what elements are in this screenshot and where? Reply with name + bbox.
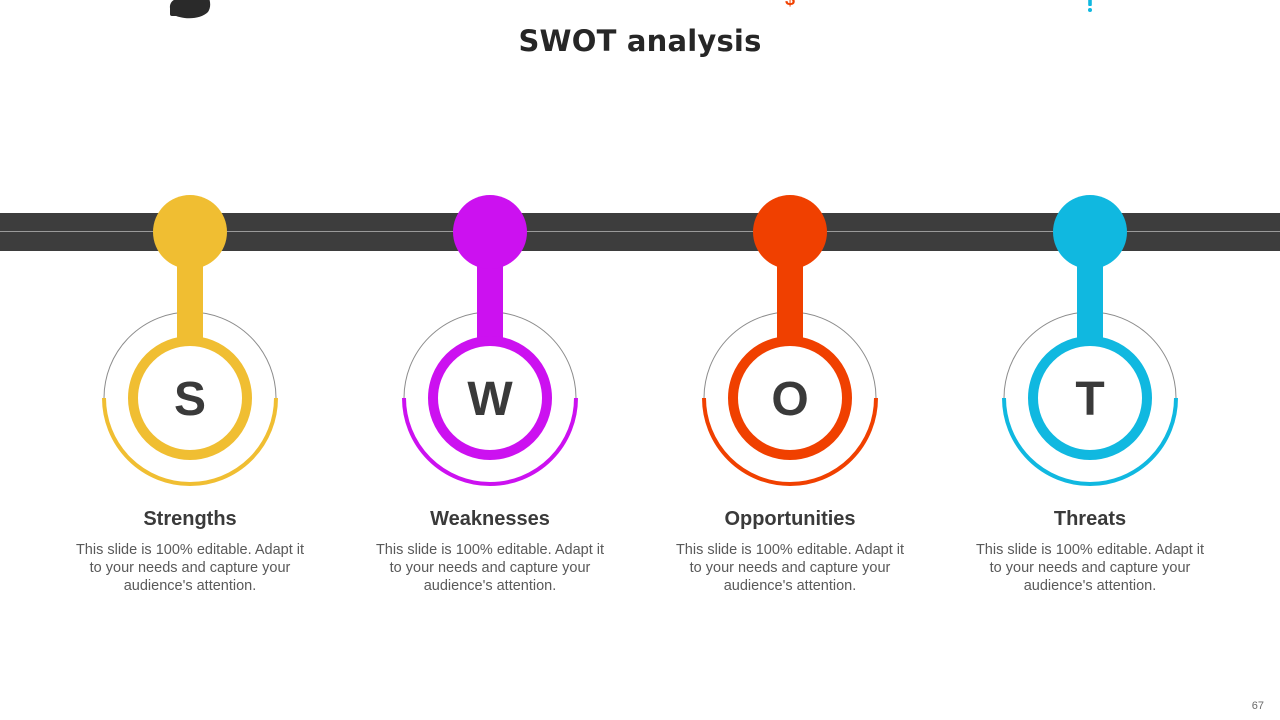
swot-label-weaknesses: Weaknesses bbox=[430, 508, 550, 530]
letter-ring bbox=[128, 336, 252, 460]
flexed-arm-icon bbox=[169, 0, 211, 19]
icon-circle bbox=[1053, 195, 1127, 269]
icon-circle bbox=[753, 195, 827, 269]
swot-letter: O bbox=[771, 373, 808, 426]
swot-item-weaknesses: W bbox=[402, 0, 578, 486]
swot-item-strengths: S bbox=[102, 0, 278, 486]
outer-arc-color bbox=[1002, 397, 1178, 486]
swot-desc-weaknesses: This slide is 100% editable. Adapt it to… bbox=[375, 542, 605, 594]
swot-letter: W bbox=[467, 373, 513, 426]
lightbulb-dollar-icon: $ bbox=[775, 0, 805, 21]
swot-desc-threats: This slide is 100% editable. Adapt it to… bbox=[975, 542, 1205, 594]
swot-item-threats: T bbox=[1002, 0, 1178, 486]
letter-ring bbox=[428, 336, 552, 460]
road-center-line bbox=[0, 231, 1280, 232]
letter-ring bbox=[728, 336, 852, 460]
swot-label-strengths: Strengths bbox=[143, 508, 237, 530]
icon-circle bbox=[453, 195, 527, 269]
swot-label-opportunities: Opportunities bbox=[724, 508, 856, 530]
swot-letter: S bbox=[174, 373, 206, 426]
page-number: 67 bbox=[1251, 700, 1264, 712]
outer-arc-color bbox=[402, 397, 578, 486]
icon-circle bbox=[153, 195, 227, 269]
svg-text:$: $ bbox=[785, 0, 795, 9]
broken-chain-icon bbox=[467, 0, 498, 17]
letter-ring bbox=[1028, 336, 1152, 460]
swot-desc-strengths: This slide is 100% editable. Adapt it to… bbox=[75, 542, 305, 594]
page-title: SWOT analysis bbox=[518, 24, 762, 58]
swot-label-threats: Threats bbox=[1053, 508, 1127, 530]
outer-arc-color bbox=[102, 397, 278, 486]
swot-letter: T bbox=[1075, 373, 1104, 426]
warning-triangle-icon bbox=[1070, 0, 1110, 17]
swot-item-opportunities: O $ bbox=[702, 0, 878, 486]
swot-desc-opportunities: This slide is 100% editable. Adapt it to… bbox=[675, 542, 905, 594]
outer-arc-color bbox=[702, 397, 878, 486]
